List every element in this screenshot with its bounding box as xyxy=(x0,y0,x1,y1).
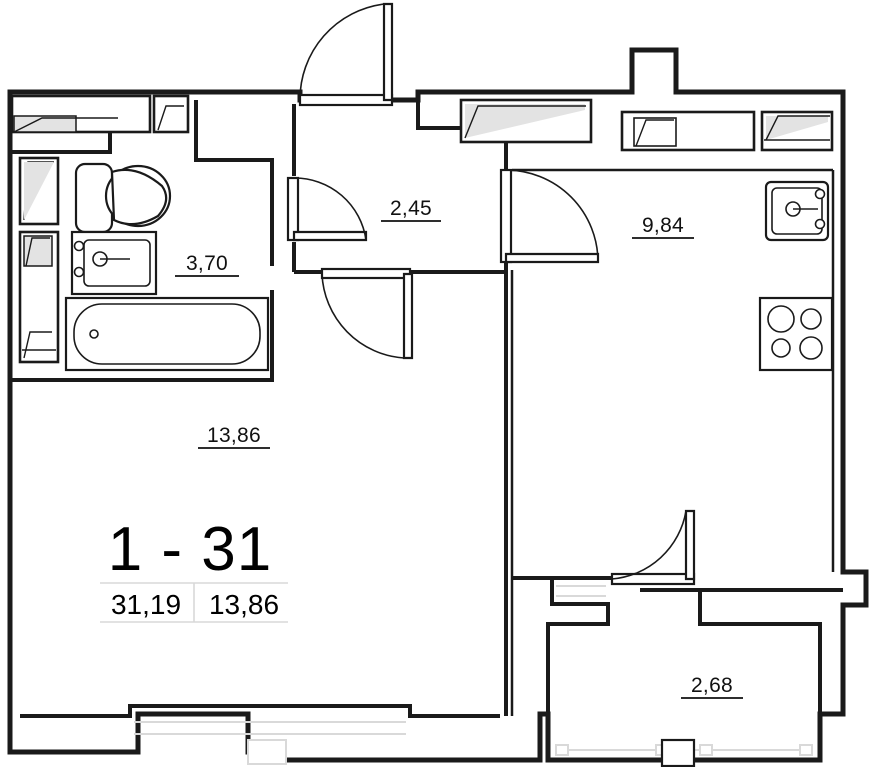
toilet-icon xyxy=(74,162,172,234)
structural-walls xyxy=(7,47,869,763)
window-bathroom-top xyxy=(10,94,190,134)
window-kitchen-right xyxy=(760,110,834,152)
window-kitchen-left xyxy=(620,110,756,152)
unit-total-area: 31,19 xyxy=(111,589,181,620)
windows-group xyxy=(10,94,834,767)
bathroom-door[interactable] xyxy=(286,176,368,242)
kitchen-fixtures xyxy=(758,180,834,372)
area-value-bathroom: 3,70 xyxy=(186,252,228,275)
unit-title-block: 1 - 31 31,19 13,86 xyxy=(100,515,288,623)
window-bathroom-left-lower xyxy=(18,230,60,364)
area-value-balcony: 2,68 xyxy=(691,674,733,697)
balcony-door[interactable] xyxy=(610,509,696,586)
unit-number: 1 - 31 xyxy=(108,515,273,584)
area-label-kitchen: 9,84 xyxy=(632,214,694,239)
bathroom-fixtures xyxy=(64,162,270,372)
kitchen-door[interactable] xyxy=(499,168,600,264)
bathroom-right-wall xyxy=(194,100,274,266)
window-living-room xyxy=(134,721,406,765)
area-label-bathroom: 3,70 xyxy=(175,252,239,277)
area-value-living-room: 13,86 xyxy=(207,424,261,447)
unit-living-area: 13,86 xyxy=(209,589,279,620)
area-labels: 3,70 2,45 9,84 13,86 2,68 xyxy=(175,197,743,699)
window-hall-right xyxy=(459,98,593,144)
bathroom-bottom-wall xyxy=(10,290,274,382)
kitchen-sink-icon xyxy=(764,180,830,242)
outer-wall-envelope xyxy=(7,47,869,763)
entrance-door[interactable] xyxy=(298,2,394,107)
area-label-balcony: 2,68 xyxy=(681,674,743,699)
area-value-kitchen: 9,84 xyxy=(642,214,684,237)
window-balcony-glazing xyxy=(555,738,813,767)
window-bathroom-left-upper xyxy=(18,156,60,226)
doors-group xyxy=(286,2,696,586)
balcony-step-glazing xyxy=(556,585,606,597)
balcony-walls-right xyxy=(640,588,822,714)
cooktop-icon xyxy=(758,296,834,372)
area-label-living-room: 13,86 xyxy=(198,424,270,449)
area-value-hall: 2,45 xyxy=(390,197,432,220)
area-label-hall: 2,45 xyxy=(381,197,441,222)
living-room-bottom-wall xyxy=(20,704,500,718)
living-room-door[interactable] xyxy=(320,267,414,360)
balcony-walls xyxy=(546,576,612,714)
washbasin-icon xyxy=(70,230,158,296)
bathtub-icon xyxy=(64,296,270,372)
